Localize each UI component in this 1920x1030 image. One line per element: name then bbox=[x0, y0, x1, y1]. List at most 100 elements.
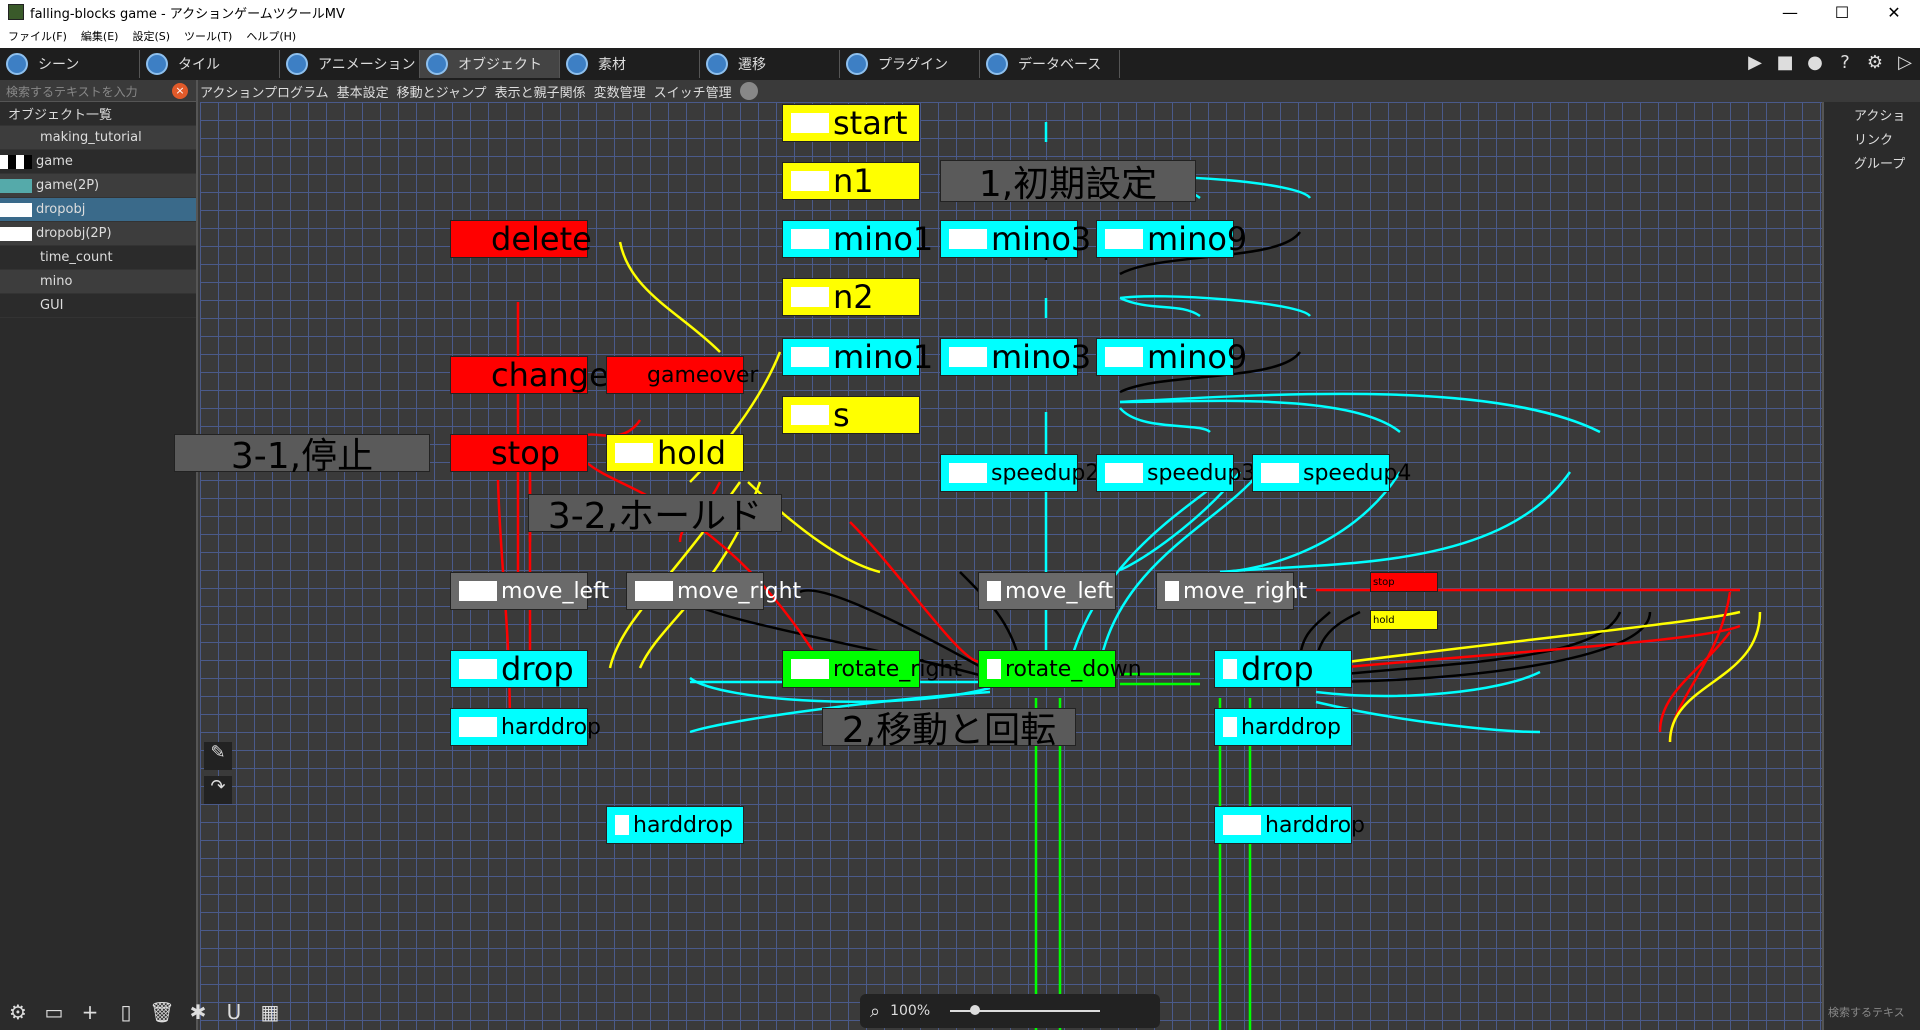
subtab-move-jump[interactable]: 移動とジャンプ bbox=[396, 85, 487, 101]
node-rotate-down[interactable]: rotate_down bbox=[978, 650, 1142, 688]
node-speedup3[interactable]: speedup3 bbox=[1096, 454, 1255, 492]
node-move-right-l[interactable]: move_right bbox=[626, 572, 801, 610]
subtab-basic-settings[interactable]: 基本設定 bbox=[336, 85, 389, 101]
node-n2[interactable]: n2 bbox=[782, 278, 920, 316]
node-move-right-r[interactable]: move_right bbox=[1156, 572, 1307, 610]
label-stop31: 3-1,停止 bbox=[174, 434, 430, 477]
label-move-rotate: 2,移動と回転 bbox=[822, 708, 1076, 751]
tab-database[interactable]: データベース bbox=[980, 50, 1120, 78]
node-stop[interactable]: stop bbox=[450, 434, 588, 472]
node-harddrop-r[interactable]: harddrop bbox=[1214, 708, 1352, 746]
node-mino1-b[interactable]: mino1 bbox=[782, 338, 933, 376]
right-item-link[interactable]: リンク bbox=[1854, 132, 1894, 148]
tree-item-game-2p[interactable]: game(2P) bbox=[0, 174, 196, 198]
dropobj-2p-thumbnail-icon bbox=[0, 226, 32, 241]
node-n1[interactable]: n1 bbox=[782, 162, 920, 200]
tree-folder-mino[interactable]: mino bbox=[0, 270, 196, 294]
stamp-icon[interactable]: ✱ bbox=[189, 1000, 207, 1024]
subtab-variables[interactable]: 変数管理 bbox=[593, 85, 646, 101]
node-move-left-r[interactable]: move_left bbox=[978, 572, 1116, 610]
node-stop-small[interactable]: stop bbox=[1370, 572, 1438, 592]
app-icon bbox=[8, 4, 24, 20]
node-s[interactable]: s bbox=[782, 396, 920, 434]
tree-item-time-count[interactable]: time_count bbox=[0, 246, 196, 270]
grid-icon[interactable]: ▦ bbox=[260, 1000, 280, 1024]
node-speedup2[interactable]: speedup2 bbox=[940, 454, 1099, 492]
delete-icon[interactable]: 🗑 bbox=[149, 1000, 175, 1024]
record-icon[interactable]: ● bbox=[1807, 52, 1823, 73]
action-program-canvas[interactable]: start n1 1,初期設定 mino1 mino3 mino9 n2 min… bbox=[174, 102, 1822, 1030]
menu-edit[interactable]: 編集(E) bbox=[80, 30, 119, 43]
tree-folder-gui[interactable]: GUI bbox=[0, 294, 196, 318]
database-icon bbox=[986, 53, 1008, 75]
subtab-display-parent[interactable]: 表示と親子関係 bbox=[494, 85, 586, 101]
zoom-icon[interactable]: ⌕ bbox=[870, 1000, 881, 1022]
subtab-action-program[interactable]: アクションプログラム bbox=[200, 85, 329, 101]
play-next-icon[interactable]: ▷ bbox=[1898, 52, 1912, 73]
node-mino3-b[interactable]: mino3 bbox=[940, 338, 1091, 376]
node-harddrop-b2[interactable]: harddrop bbox=[1214, 806, 1365, 844]
tab-animation[interactable]: アニメーション bbox=[280, 50, 420, 78]
right-search[interactable]: 検索するテキス bbox=[1828, 1006, 1905, 1019]
zoom-bar: ⌕ 100% bbox=[860, 994, 1160, 1028]
tree-item-dropobj-2p[interactable]: dropobj(2P) bbox=[0, 222, 196, 246]
title-bar: falling-blocks game - アクションゲームツクールMV — ☐… bbox=[0, 0, 1920, 24]
node-mino9-a[interactable]: mino9 bbox=[1096, 220, 1247, 258]
right-item-action[interactable]: アクショ bbox=[1854, 108, 1906, 124]
node-delete[interactable]: delete bbox=[450, 220, 592, 258]
stop-icon[interactable]: ■ bbox=[1776, 52, 1794, 73]
settings-gear-icon[interactable]: ⚙ bbox=[9, 1000, 27, 1024]
node-hold-small[interactable]: hold bbox=[1370, 610, 1438, 630]
tab-material[interactable]: 素材 bbox=[560, 50, 700, 78]
menu-settings[interactable]: 設定(S) bbox=[132, 30, 171, 43]
tab-transition[interactable]: 遷移 bbox=[700, 50, 840, 78]
close-button[interactable]: ✕ bbox=[1887, 2, 1901, 22]
node-hold[interactable]: hold bbox=[606, 434, 744, 472]
node-mino9-b[interactable]: mino9 bbox=[1096, 338, 1247, 376]
node-rotate-right[interactable]: rotate_right bbox=[782, 650, 962, 688]
tab-object[interactable]: オブジェクト bbox=[420, 50, 560, 78]
node-harddrop-l[interactable]: harddrop bbox=[450, 708, 601, 746]
label-hold32: 3-2,ホールド bbox=[528, 494, 782, 537]
node-start[interactable]: start bbox=[782, 104, 920, 142]
menu-file[interactable]: ファイル(F) bbox=[8, 30, 67, 43]
help-icon[interactable]: ? bbox=[1840, 52, 1850, 73]
minimize-button[interactable]: — bbox=[1782, 2, 1798, 22]
clear-search-icon[interactable]: × bbox=[172, 83, 188, 99]
zoom-slider[interactable] bbox=[950, 1005, 1101, 1015]
tree-item-dropobj[interactable]: dropobj bbox=[0, 198, 196, 222]
scene-icon bbox=[6, 53, 28, 75]
tab-tile[interactable]: タイル bbox=[140, 50, 280, 78]
tree-root[interactable]: オブジェクト一覧 bbox=[0, 102, 196, 126]
subtab-switches[interactable]: スイッチ管理 bbox=[653, 85, 732, 101]
node-move-left-l[interactable]: move_left bbox=[450, 572, 609, 610]
node-gameover[interactable]: gameover bbox=[606, 356, 758, 394]
pen-icon[interactable]: ✎ bbox=[204, 742, 232, 770]
add-object-icon[interactable]: ▯ bbox=[120, 1000, 132, 1024]
node-mino1-a[interactable]: mino1 bbox=[782, 220, 933, 258]
redo-icon[interactable]: ↷ bbox=[204, 776, 232, 804]
menu-help[interactable]: ヘルプ(H) bbox=[246, 30, 297, 43]
add-folder-icon[interactable]: + bbox=[81, 1000, 99, 1024]
menu-tools[interactable]: ツール(T) bbox=[184, 30, 233, 43]
gear-icon[interactable]: ⚙ bbox=[1866, 52, 1884, 73]
maximize-button[interactable]: ☐ bbox=[1834, 2, 1850, 22]
node-drop-l[interactable]: drop bbox=[450, 650, 588, 688]
play-icon[interactable]: ▶ bbox=[1748, 52, 1762, 73]
tree-item-making-tutorial[interactable]: making_tutorial bbox=[0, 126, 196, 150]
node-speedup4[interactable]: speedup4 bbox=[1252, 454, 1411, 492]
node-harddrop-b1[interactable]: harddrop bbox=[606, 806, 744, 844]
subtab-gear-icon[interactable] bbox=[739, 82, 758, 100]
node-drop-r[interactable]: drop bbox=[1214, 650, 1352, 688]
search-input[interactable]: 検索するテキストを入力 × bbox=[0, 80, 196, 102]
right-item-group[interactable]: グループ bbox=[1854, 156, 1906, 172]
magnet-icon[interactable]: U bbox=[226, 1000, 242, 1024]
window-icon[interactable]: ▭ bbox=[44, 1000, 64, 1024]
tab-plugin[interactable]: プラグイン bbox=[840, 50, 980, 78]
zoom-slider-thumb[interactable] bbox=[970, 1005, 981, 1015]
tab-scene[interactable]: シーン bbox=[0, 50, 140, 78]
toolbar-right: ▶ ■ ● ? ⚙ ▷ bbox=[1744, 52, 1916, 73]
node-change[interactable]: change bbox=[450, 356, 609, 394]
tree-item-game[interactable]: game bbox=[0, 150, 196, 174]
node-mino3-a[interactable]: mino3 bbox=[940, 220, 1091, 258]
